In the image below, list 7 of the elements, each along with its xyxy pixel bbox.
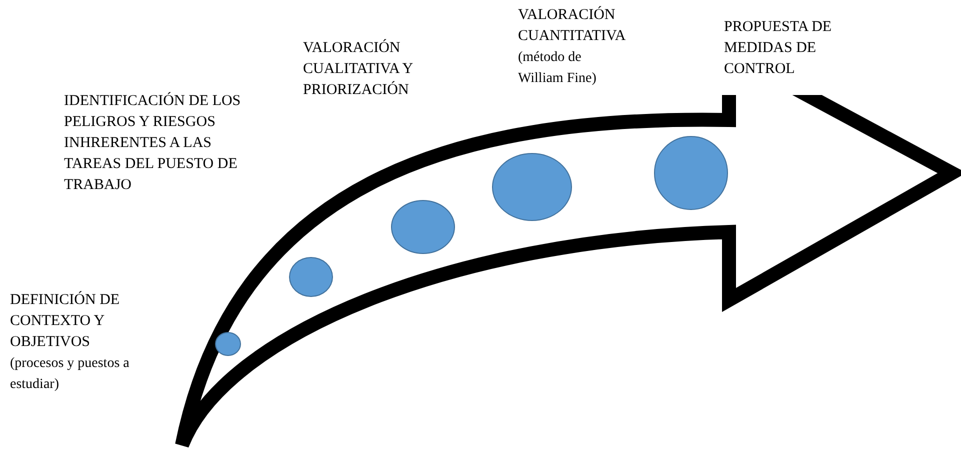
step-title: VALORACIÓN CUALITATIVA Y PRIORIZACIÓN bbox=[303, 38, 414, 100]
step-title: IDENTIFICACIÓN DE LOS PELIGROS Y RIESGOS INHRERENTES A LAS TAREAS DEL PUESTO DE TRABAJO bbox=[64, 91, 242, 195]
step-note: (método de William Fine) bbox=[518, 49, 598, 88]
step-title: DEFINICIÓN DE CONTEXTO Y OBJETIVOS bbox=[10, 290, 121, 352]
step-title: PROPUESTA DE MEDIDAS DE CONTROL bbox=[724, 18, 833, 79]
step-note: (procesos y puestos a estudiar) bbox=[10, 355, 130, 394]
step-title: VALORACIÓN CUANTITATIVA bbox=[518, 5, 627, 46]
